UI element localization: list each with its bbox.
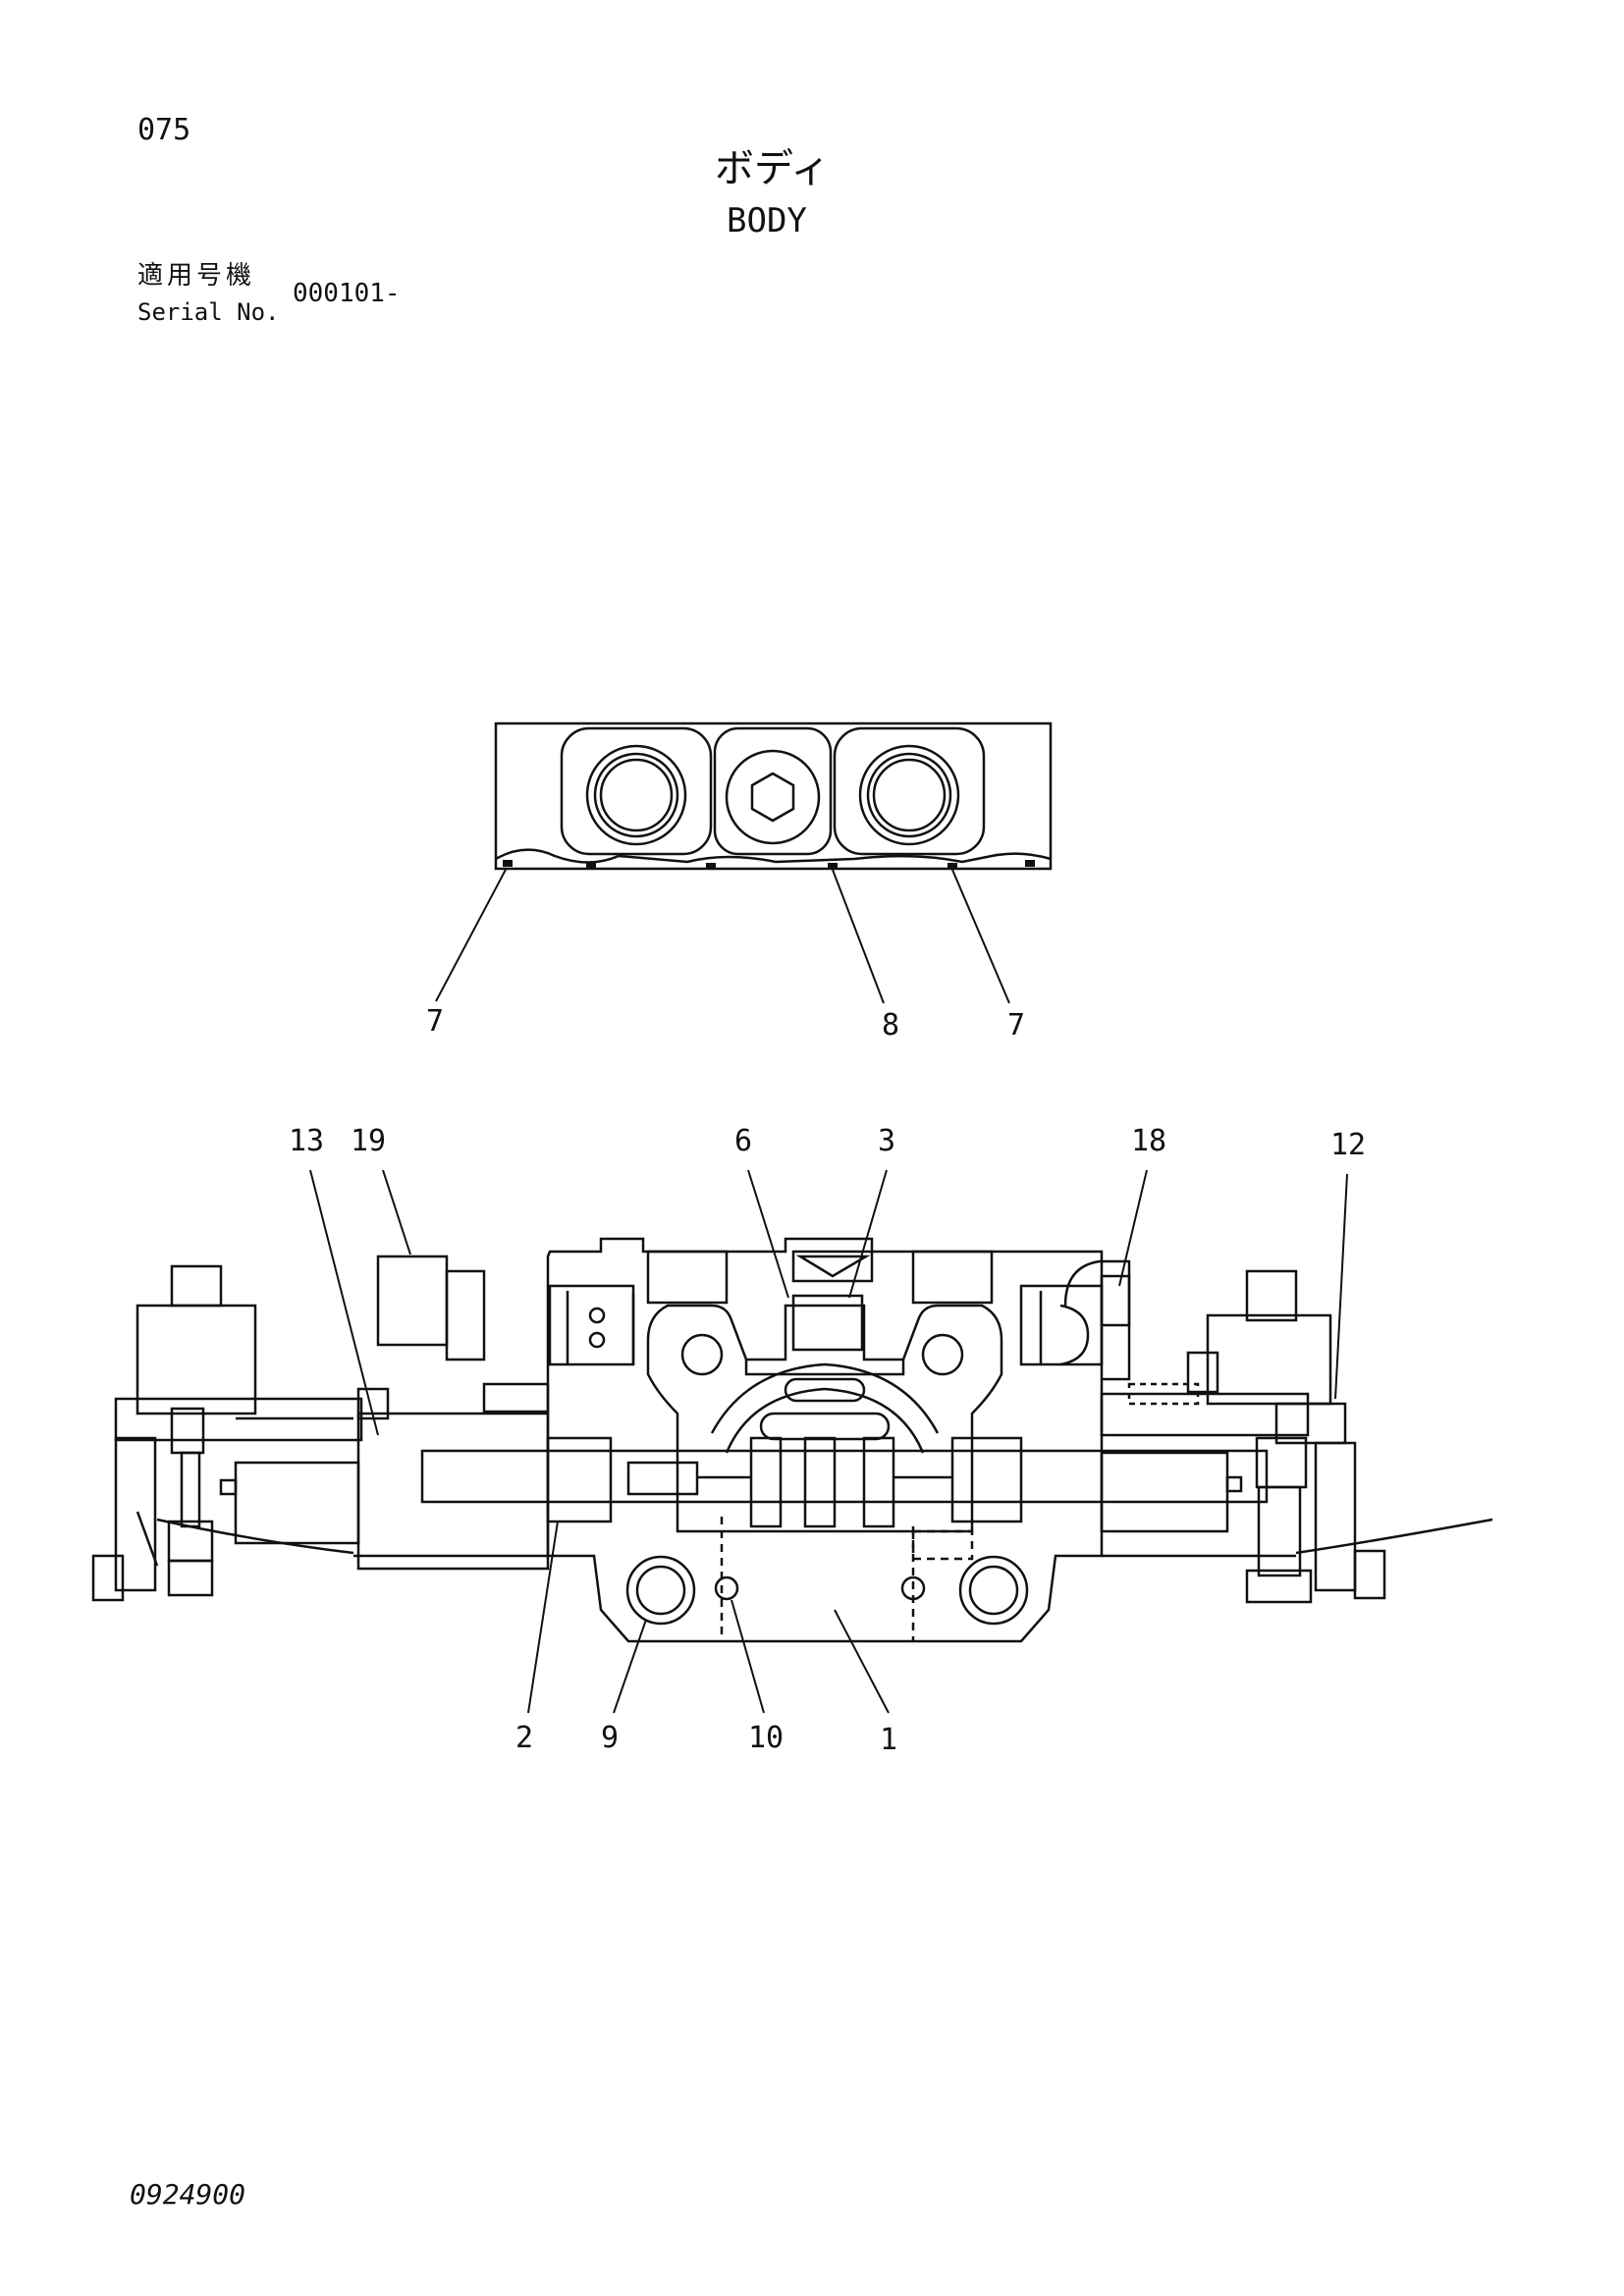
callout-8: 8 xyxy=(882,1008,899,1042)
callout-13: 13 xyxy=(289,1124,324,1158)
callout-6: 6 xyxy=(734,1124,752,1158)
page-number: 075 xyxy=(137,113,191,147)
callout-7-right: 7 xyxy=(1007,1008,1025,1042)
title-english: BODY xyxy=(727,201,807,240)
callout-3: 3 xyxy=(878,1124,895,1158)
callout-19: 19 xyxy=(351,1124,386,1158)
callout-1: 1 xyxy=(880,1723,897,1757)
serial-number-value: 000101- xyxy=(293,279,401,308)
serial-label-japanese: 適用号機 xyxy=(137,261,256,291)
callout-10: 10 xyxy=(748,1721,784,1755)
left-solenoid-assembly xyxy=(91,1255,550,1602)
callout-2: 2 xyxy=(515,1721,533,1755)
callout-12: 12 xyxy=(1330,1128,1366,1162)
callout-labels: 7 8 7 13 19 6 3 18 12 2 9 10 1 xyxy=(289,1004,1366,1757)
callout-7-left: 7 xyxy=(426,1004,444,1039)
right-solenoid-assembly xyxy=(1063,1259,1386,1604)
serial-label-english: Serial No. xyxy=(137,298,280,326)
callout-18: 18 xyxy=(1131,1124,1166,1158)
document-number: 0924900 xyxy=(130,2178,246,2211)
top-view-leader-lines xyxy=(435,867,1010,1004)
title-japanese: ボディ xyxy=(715,146,831,191)
section-leader-lines xyxy=(309,1169,1348,1714)
top-view-body xyxy=(494,721,1053,871)
callout-9: 9 xyxy=(601,1721,619,1755)
